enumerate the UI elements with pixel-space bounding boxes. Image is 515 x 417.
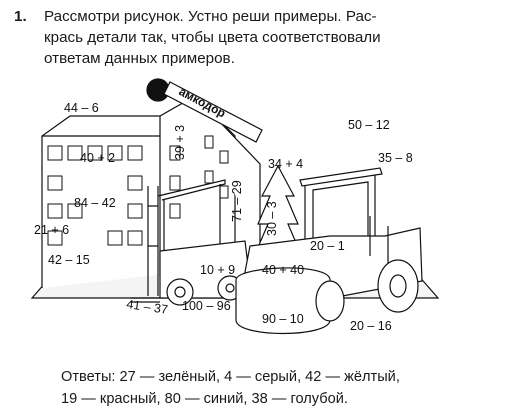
example-label: 10 + 9 xyxy=(200,263,235,277)
task-number: 1. xyxy=(14,8,27,25)
example-label: 44 – 6 xyxy=(64,101,99,115)
example-label: 84 – 42 xyxy=(74,196,116,210)
example-label: 34 + 4 xyxy=(268,157,303,171)
example-label: 35 – 8 xyxy=(378,151,413,165)
example-label: 30 – 3 xyxy=(265,201,279,236)
example-label: 40 + 2 xyxy=(80,151,115,165)
example-label: 41 – 37 xyxy=(126,297,169,317)
task-line-2: крась детали так, чтобы цвета соответств… xyxy=(44,29,381,46)
example-label: 20 – 16 xyxy=(350,319,392,333)
example-label: 50 – 12 xyxy=(348,118,390,132)
task-line-3: ответам данных примеров. xyxy=(44,50,235,67)
answers-line-1: Ответы: 27 — зелёный, 4 — серый, 42 — жё… xyxy=(61,369,400,385)
example-label: 100 – 96 xyxy=(182,299,231,313)
example-label: 71 – 29 xyxy=(230,180,244,222)
example-label: 20 – 1 xyxy=(310,239,345,253)
example-label: 40 + 40 xyxy=(262,263,304,277)
answers-line-2: 19 — красный, 80 — синий, 38 — голубой. xyxy=(61,391,348,407)
coloring-picture: амкодор 44 – 6 40 + 2 84 – 42 21 + 6 42 … xyxy=(30,78,440,335)
example-label: 90 – 10 xyxy=(262,312,304,326)
answers-key: Ответы: 27 — зелёный, 4 — серый, 42 — жё… xyxy=(61,366,511,410)
example-label: 21 + 6 xyxy=(34,223,69,237)
example-label: 42 – 15 xyxy=(48,253,90,267)
example-label: 39 + 3 xyxy=(173,125,187,160)
task-line-1: Рассмотри рисунок. Устно реши примеры. Р… xyxy=(44,8,377,25)
